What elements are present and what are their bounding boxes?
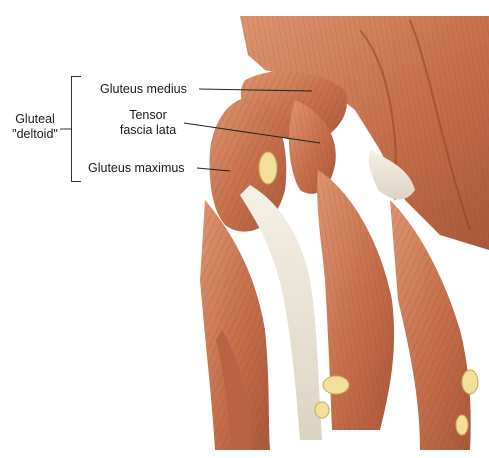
gluteal-deltoid-line-1: Gluteal <box>10 112 60 127</box>
gluteal-deltoid-line-2: "deltoid" <box>10 127 60 142</box>
shin-bone <box>456 415 468 435</box>
tensor-fascia-lata-label: Tensor fascia lata <box>113 108 183 138</box>
trochanter-bone <box>259 152 277 184</box>
gluteal-deltoid-label: Gluteal "deltoid" <box>10 112 60 142</box>
knee-bone-lower <box>315 402 329 418</box>
tensor-line-1: Tensor <box>113 108 183 123</box>
knee-bone-right <box>462 370 478 394</box>
tensor-line-2: fascia lata <box>113 123 183 138</box>
knee-bone-left <box>323 376 349 394</box>
gluteal-deltoid-bracket <box>71 76 81 182</box>
gluteus-medius-label: Gluteus medius <box>100 82 187 97</box>
gluteus-maximus-label: Gluteus maximus <box>88 161 185 176</box>
